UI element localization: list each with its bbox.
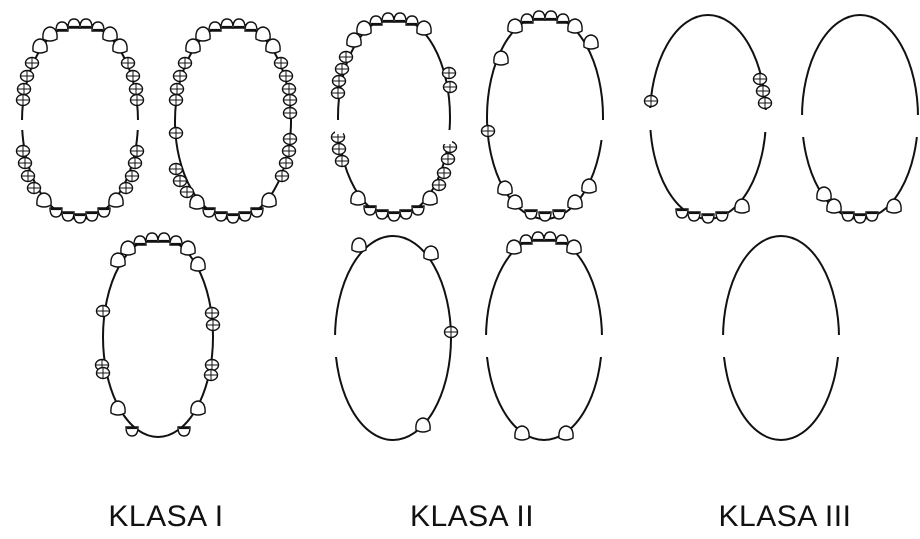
tooth-row-lower bbox=[37, 193, 123, 223]
class-3-arch-a bbox=[645, 15, 772, 223]
class-3-arch-b bbox=[802, 15, 918, 223]
class-1-arch-a bbox=[17, 19, 144, 223]
class-1-arch-c bbox=[96, 233, 220, 437]
class-2-label: KLASA II bbox=[352, 500, 592, 534]
class-2-arch-a bbox=[332, 13, 457, 221]
class-3-label: KLASA III bbox=[665, 500, 905, 534]
class-2-arch-c bbox=[335, 236, 458, 440]
class-3-arch-c bbox=[723, 236, 839, 440]
class-2-arch-d bbox=[486, 232, 602, 440]
class-2-arch-b bbox=[482, 11, 604, 221]
tooth-row-front bbox=[33, 19, 127, 53]
class-1-label: KLASA I bbox=[46, 500, 286, 534]
class-1-arch-b bbox=[170, 19, 297, 223]
